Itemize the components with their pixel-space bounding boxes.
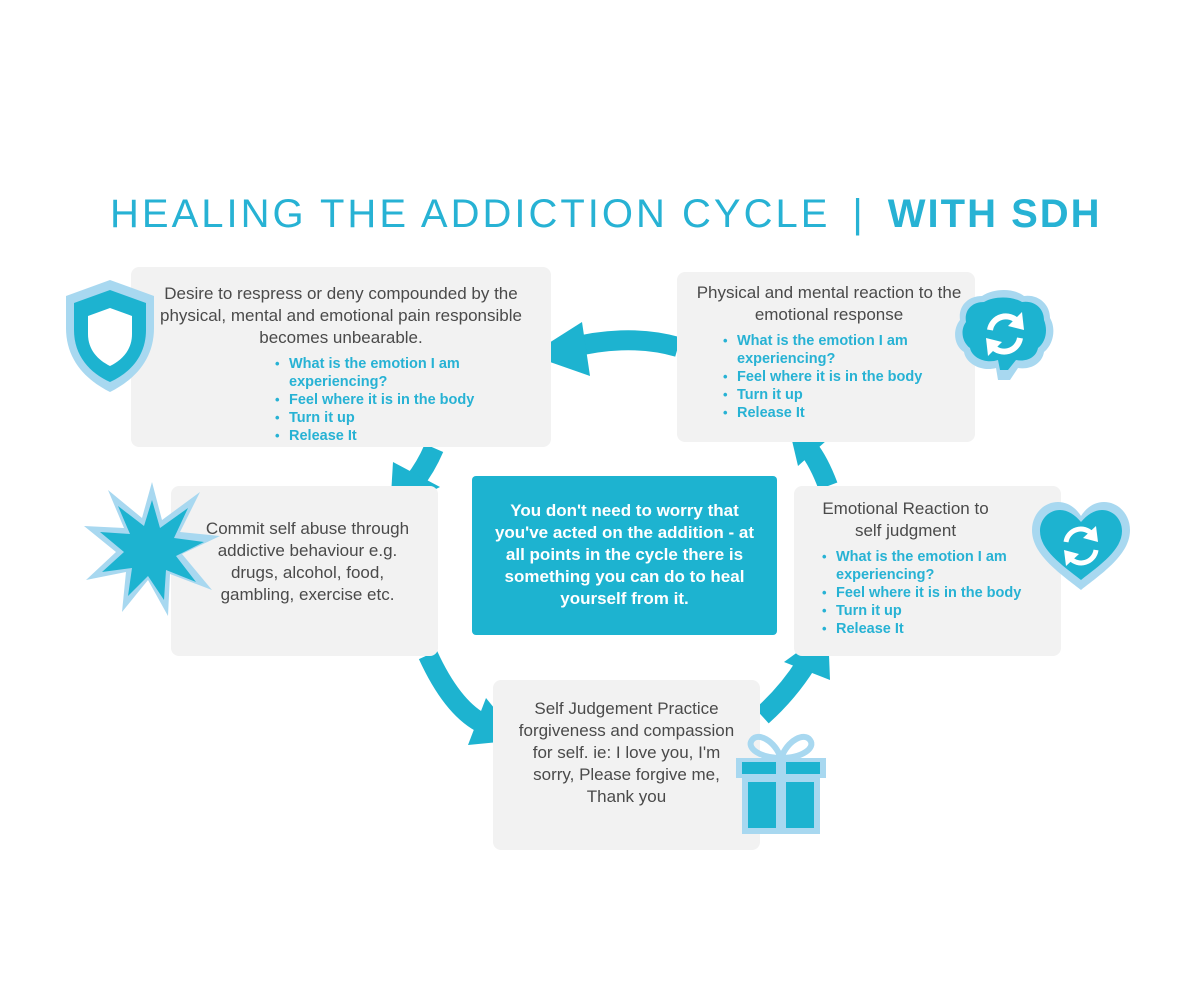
bullet-item: Turn it up	[723, 386, 965, 404]
bullet-item: What is the emotion I am experiencing?	[723, 332, 965, 368]
page-title: HEALING THE ADDICTION CYCLE | WITH SDH	[110, 192, 1140, 237]
bullet-item: Feel where it is in the body	[822, 584, 1043, 602]
bullet-item: Release It	[275, 427, 531, 445]
burst-icon	[84, 482, 220, 616]
shield-icon	[66, 280, 154, 392]
step-judgement-text: Self Judgement Practice forgiveness and …	[518, 699, 735, 806]
step-desire-bullets: What is the emotion I am experiencing? F…	[275, 355, 531, 445]
bullet-item: What is the emotion I am experiencing?	[822, 548, 1043, 584]
bullet-item: Feel where it is in the body	[723, 368, 965, 386]
step-desire-box: Desire to respress or deny compounded by…	[131, 267, 551, 447]
bullet-item: Release It	[822, 620, 1043, 638]
bullet-item: Turn it up	[822, 602, 1043, 620]
step-commit-text: Commit self abuse through addictive beha…	[205, 519, 410, 604]
bullet-item: What is the emotion I am experiencing?	[275, 355, 531, 391]
bullet-item: Feel where it is in the body	[275, 391, 531, 409]
step-physical-bullets: What is the emotion I am experiencing? F…	[723, 332, 965, 422]
brain-icon	[955, 290, 1054, 380]
step-physical-text: Physical and mental reaction to the emot…	[696, 283, 962, 324]
arrow-physical-to-desire	[530, 322, 681, 376]
heart-icon	[1032, 502, 1130, 590]
step-desire-text: Desire to respress or deny compounded by…	[160, 284, 522, 347]
step-emotional-box: Emotional Reaction to self judgment What…	[794, 486, 1061, 656]
step-judgement-box: Self Judgement Practice forgiveness and …	[493, 680, 760, 850]
bullet-item: Turn it up	[275, 409, 531, 427]
step-physical-box: Physical and mental reaction to the emot…	[677, 272, 975, 442]
center-message: You don't need to worry that you've acte…	[472, 476, 777, 635]
title-brand: WITH SDH	[887, 192, 1102, 236]
title-main: HEALING THE ADDICTION CYCLE	[110, 192, 831, 236]
gift-icon	[736, 733, 826, 834]
step-emotional-text: Emotional Reaction to self judgment	[822, 499, 989, 540]
step-commit-box: Commit self abuse through addictive beha…	[171, 486, 438, 656]
step-emotional-bullets: What is the emotion I am experiencing? F…	[822, 548, 1043, 638]
title-separator: |	[852, 192, 866, 236]
bullet-item: Release It	[723, 404, 965, 422]
